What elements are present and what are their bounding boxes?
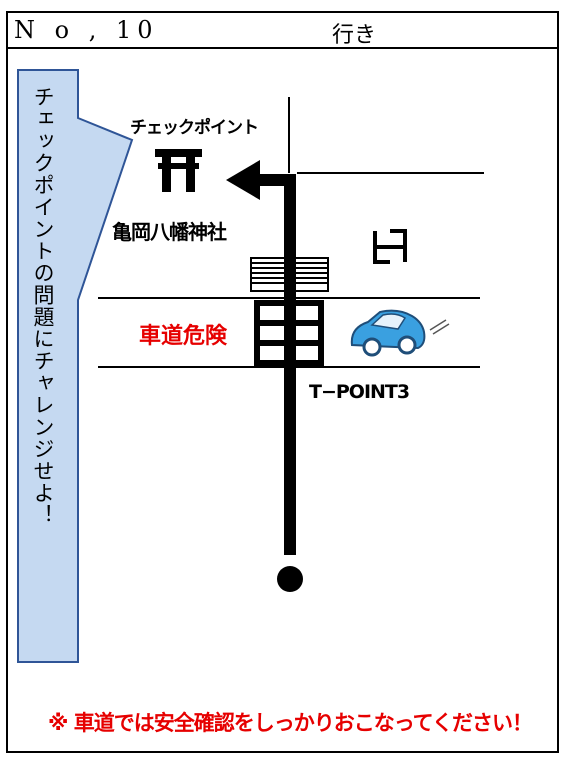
safety-warning: ※ 車道では安全確認をしっかりおこなってください！ xyxy=(48,711,533,735)
tpoint-label: T−POINT3 xyxy=(309,381,410,403)
shrine-label: 亀岡八幡神社 xyxy=(112,220,227,244)
torii-icon xyxy=(155,149,202,192)
car-icon xyxy=(350,309,450,357)
callout-text: チェックポイントの問題にチャレンジせよ！ xyxy=(31,86,55,526)
road-danger-label: 車道危険 xyxy=(139,324,228,349)
route-number: N o , 10 xyxy=(14,16,159,44)
checkpoint-label: チェックポイント xyxy=(130,118,259,138)
header-bar xyxy=(6,11,559,49)
start-dot-icon xyxy=(277,566,303,592)
callout-balloon xyxy=(17,69,134,663)
destination-label: 行き xyxy=(332,23,377,48)
temple-manji-icon xyxy=(373,229,407,264)
route-arrow-icon xyxy=(226,160,296,555)
